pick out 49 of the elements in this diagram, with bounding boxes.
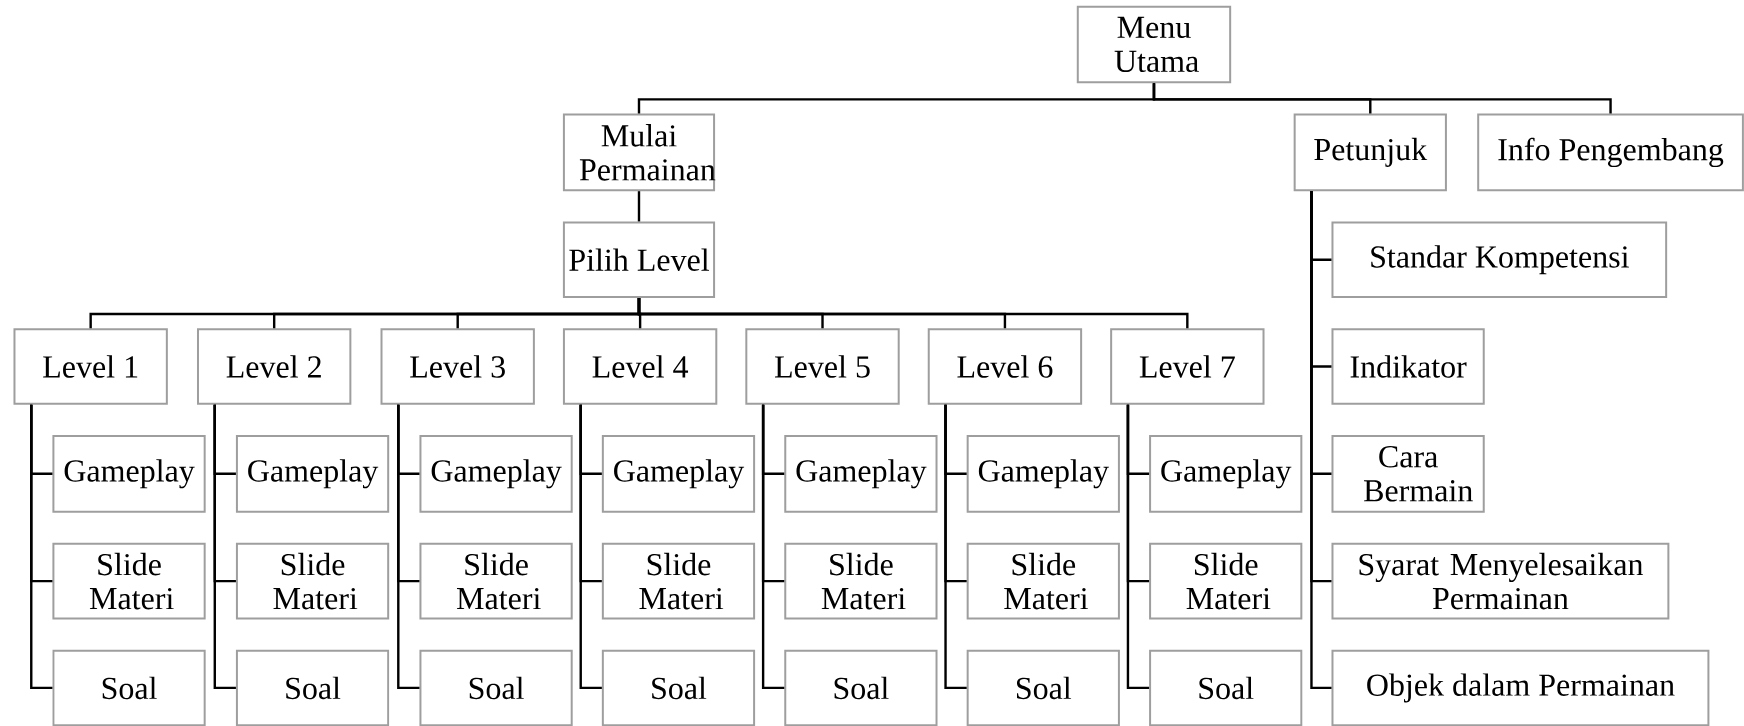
menu-box: Gameplay (966, 434, 1120, 513)
menu-box: Menu Utama (1076, 5, 1232, 84)
menu-box: Soal (601, 649, 756, 726)
menu-box: Level 5 (745, 328, 900, 405)
connector-line (637, 297, 1189, 329)
menu-box: Soal (1149, 649, 1303, 726)
menu-box: Soal (52, 649, 206, 726)
menu-box: Soal (966, 649, 1120, 726)
menu-box: Slide Materi (52, 542, 206, 620)
menu-box: Gameplay (1149, 434, 1303, 513)
menu-box: Objek dalam Permainan (1331, 649, 1710, 726)
menu-box: Petunjuk (1293, 113, 1447, 192)
menu-box: Standar Kompetensi (1331, 221, 1668, 298)
menu-box: Gameplay (601, 434, 756, 513)
menu-box: Indikator (1331, 328, 1485, 405)
menu-box: Level 6 (927, 328, 1083, 405)
menu-box: Level 7 (1110, 328, 1265, 405)
connector-line (1126, 404, 1150, 689)
connector-line (30, 404, 53, 689)
menu-box: Gameplay (419, 434, 573, 513)
menu-box: Gameplay (235, 434, 390, 513)
menu-box: Soal (235, 649, 390, 726)
connector-line (637, 191, 641, 222)
menu-box: Mulai Permainan (562, 113, 716, 192)
connector-line (579, 404, 602, 689)
menu-box: Slide Materi (966, 542, 1120, 620)
menu-box: Level 3 (380, 328, 535, 405)
menu-box: Slide Materi (235, 542, 390, 620)
menu-box: Slide Materi (601, 542, 756, 620)
connector-line (761, 404, 785, 689)
menu-box: Gameplay (52, 434, 206, 513)
menu-box: Gameplay (784, 434, 938, 513)
connector-line (944, 404, 967, 689)
menu-box: Cara Bermain (1331, 434, 1485, 513)
menu-box: Level 1 (13, 328, 168, 405)
menu-box: Slide Materi (784, 542, 938, 620)
menu-box: Level 2 (197, 328, 352, 405)
menu-box: Info Pengembang (1477, 113, 1744, 192)
menu-box: Soal (784, 649, 938, 726)
connector-line (213, 404, 236, 689)
menu-box: Soal (419, 649, 573, 726)
menu-box: Syarat Menyelesaikan Permainan (1331, 542, 1670, 620)
menu-box: Pilih Level (562, 221, 716, 298)
menu-box: Level 4 (562, 328, 718, 405)
connector-line (397, 404, 420, 689)
connector-line (1310, 191, 1332, 689)
menu-box: Slide Materi (419, 542, 573, 620)
connector-line (1152, 83, 1612, 114)
menu-box: Slide Materi (1149, 542, 1303, 620)
